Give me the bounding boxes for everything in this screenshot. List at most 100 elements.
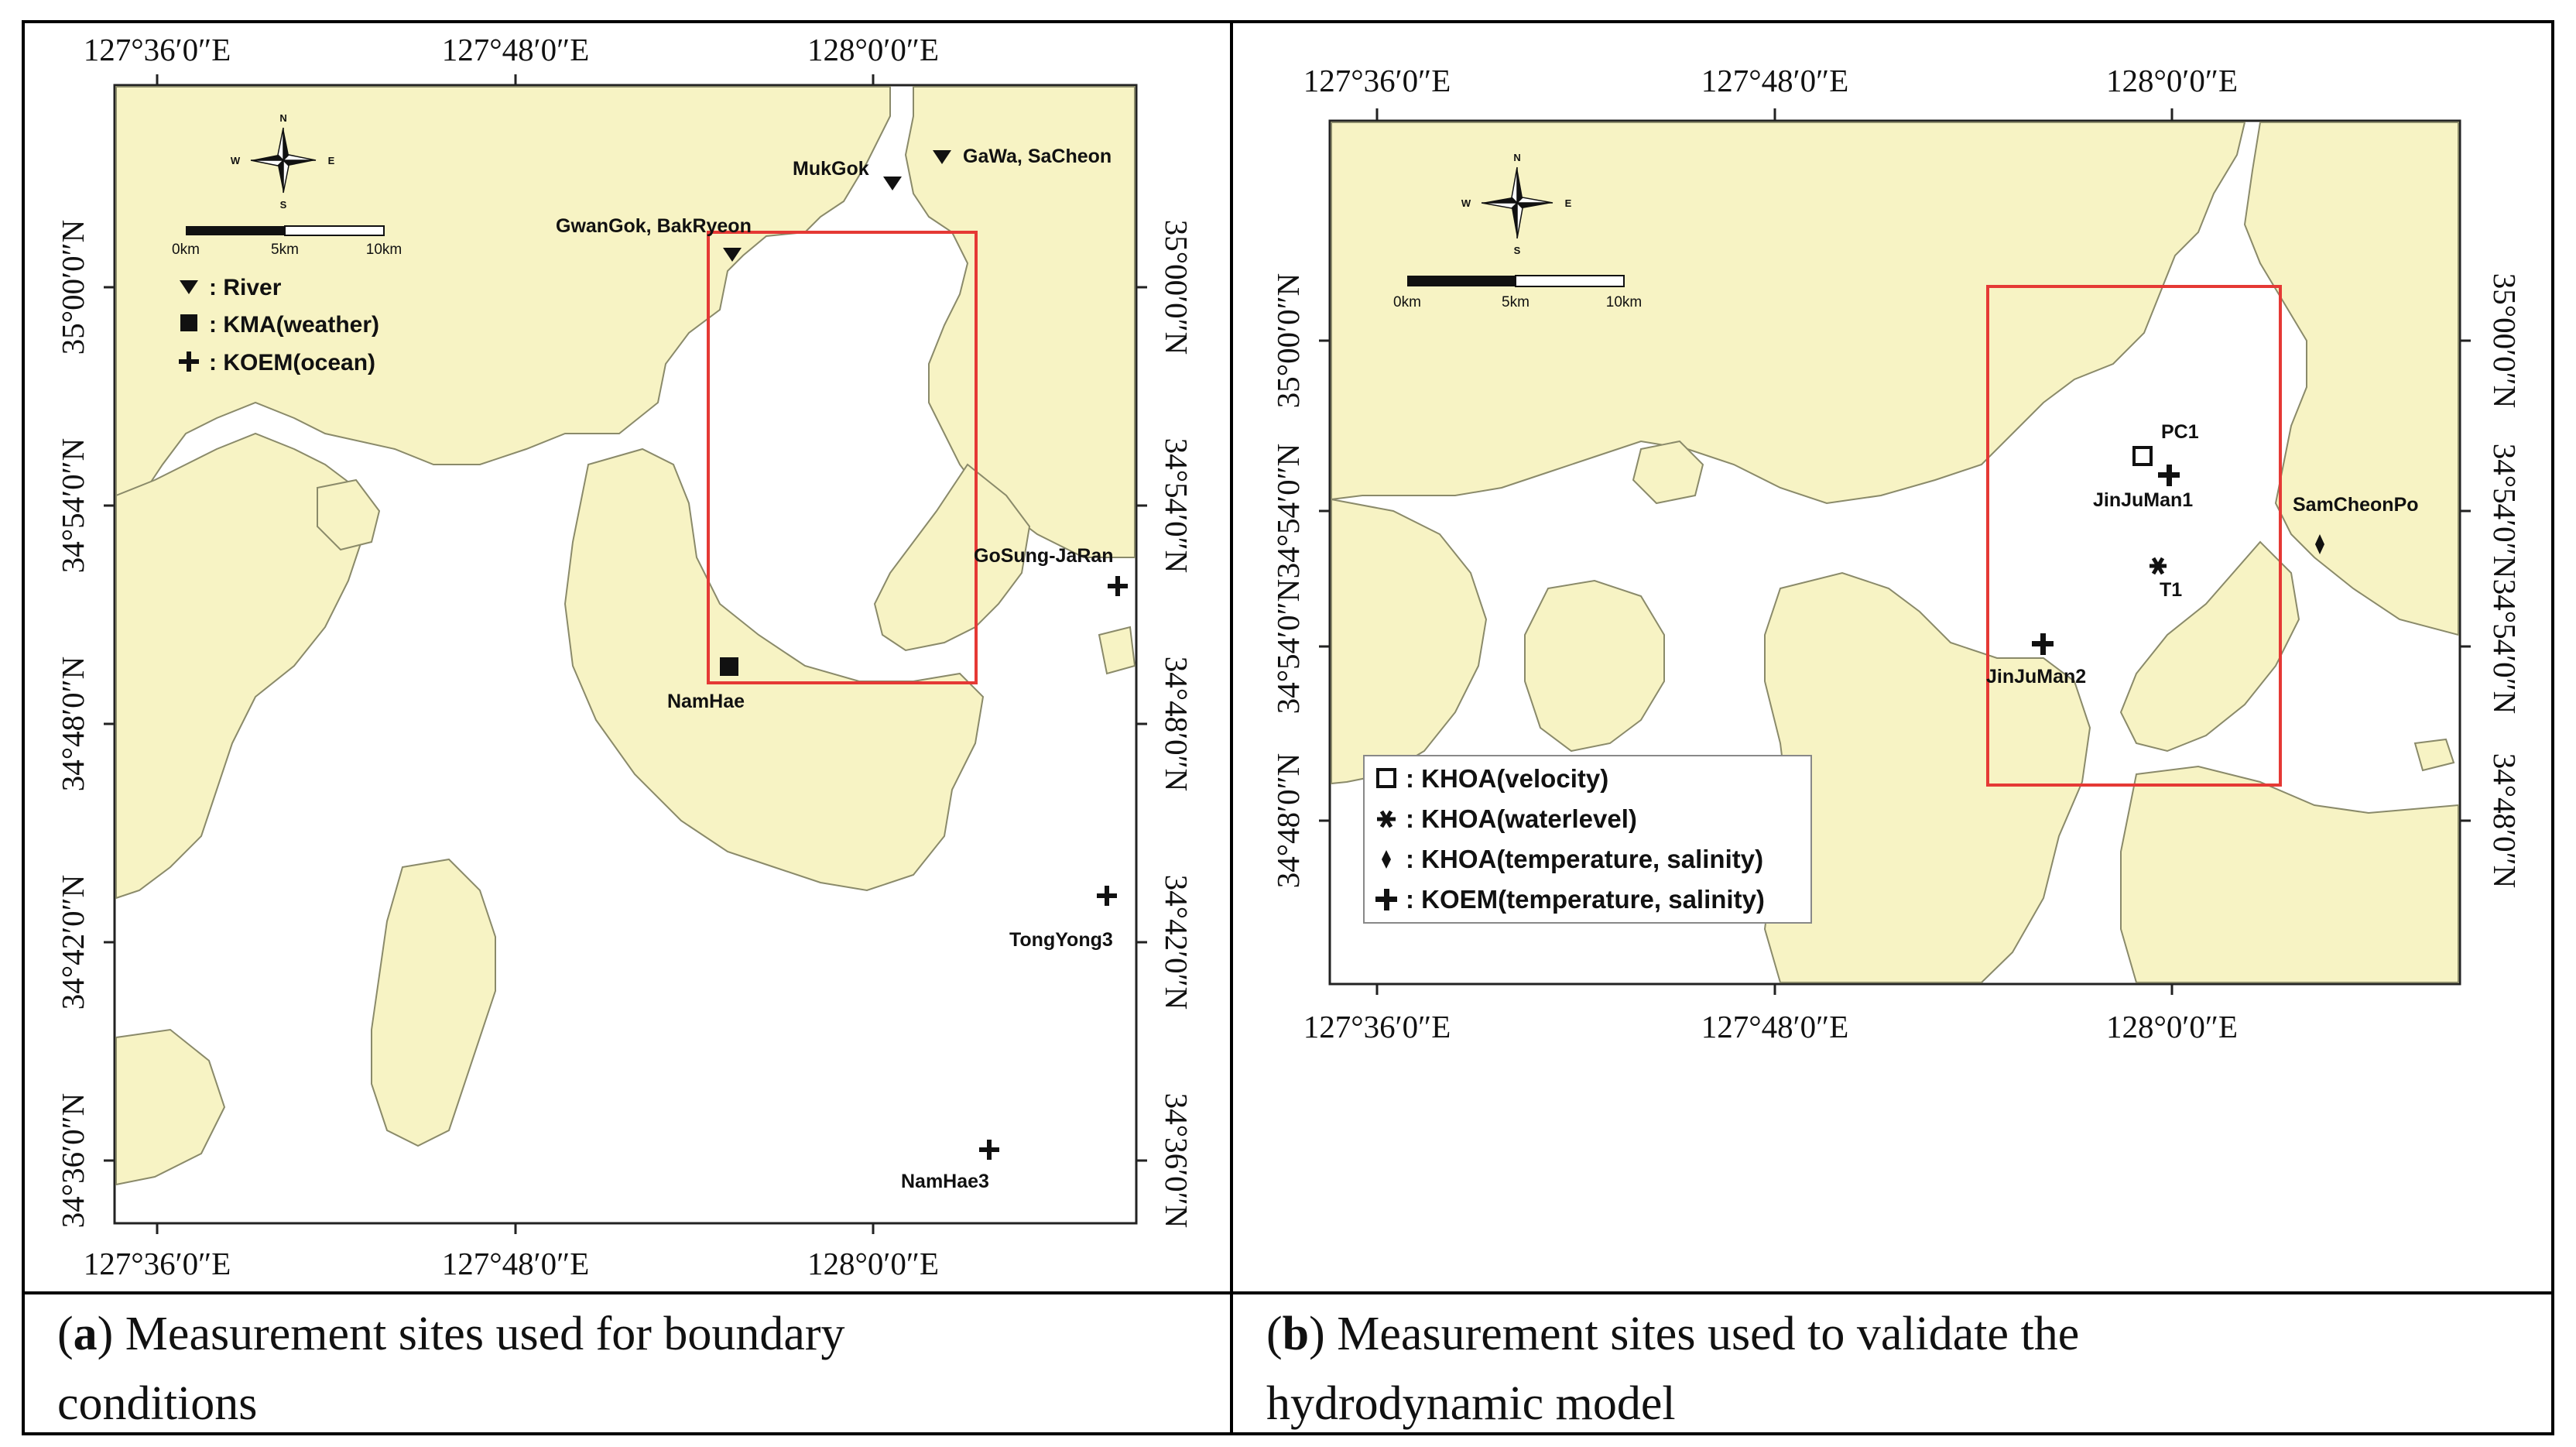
- velocity-square-icon: [1376, 768, 1396, 788]
- right-tick-a-4: 34°42′0″N: [1159, 875, 1194, 1010]
- site-namhae3: NamHae3: [901, 1171, 989, 1192]
- koem-cross-icon: [1375, 889, 1397, 910]
- koem-marker-tongyong: [1097, 886, 1117, 906]
- compass-e-b: E: [1565, 197, 1572, 209]
- scale-b-1: 5km: [1502, 294, 1530, 310]
- study-area-box-b: [1986, 285, 2282, 787]
- caption-a-line2: conditions: [57, 1377, 258, 1430]
- left-tick-a-5: 34°36′0″N: [55, 1093, 91, 1229]
- bottom-tick-a-1: 127°36′0″E: [84, 1246, 231, 1281]
- site-t1: T1: [2160, 579, 2182, 601]
- scale-b-2: 10km: [1606, 294, 1642, 310]
- left-tick-b-1: 35°00′0″N: [1270, 273, 1306, 409]
- compass-n-a: N: [279, 112, 286, 124]
- legend-a: : River : KMA(weather) : KOEM(ocean): [179, 275, 379, 375]
- scale-b-0: 0km: [1393, 294, 1421, 310]
- left-ticks-b: 35°00′0″N 34°54′0″N 34°54′0″N 34°48′0″N: [1270, 273, 1330, 889]
- scale-a-0: 0km: [172, 242, 200, 258]
- right-tick-a-1: 35°00′0″N: [1159, 220, 1194, 355]
- legend-a-kma: : KMA(weather): [209, 312, 379, 338]
- panel-a-map: 127°36′0″E 127°48′0″E 128°0′0″E 127°36′0…: [55, 32, 1194, 1281]
- kma-square-icon: [180, 314, 197, 331]
- bottom-tick-a-3: 128°0′0″E: [807, 1246, 939, 1281]
- caption-divider: [22, 1291, 2554, 1294]
- right-tick-b-4: 34°48′0″N: [2487, 753, 2523, 889]
- right-tick-a-2: 34°54′0″N: [1159, 438, 1194, 574]
- river-marker-mukgok: [883, 177, 902, 190]
- legend-a-river: : River: [209, 275, 282, 300]
- waterlevel-star-icon: [1377, 810, 1396, 828]
- caption-b-letter: b: [1282, 1308, 1310, 1360]
- panel-b-map: 127°36′0″E 127°48′0″E 128°0′0″E 127°36′0…: [1270, 63, 2523, 1044]
- left-tick-a-1: 35°00′0″N: [55, 220, 91, 355]
- site-samcheonpo: SamCheonPo: [2293, 494, 2419, 516]
- legend-b-koem: : KOEM(temperature, salinity): [1406, 885, 1765, 914]
- top-tick-a-2: 127°48′0″E: [442, 32, 590, 67]
- right-ticks-b: 35°00′0″N 34°54′0″N 34°54′0″N 34°48′0″N: [2460, 273, 2523, 889]
- river-marker-gawa: [933, 150, 951, 164]
- bottom-tick-b-2: 127°48′0″E: [1701, 1009, 1849, 1044]
- site-markers-a: GaWa, SaCheon MukGok GwanGok, BakRyeon G…: [556, 146, 1128, 1192]
- koem-marker-jinjuman2: [2032, 633, 2054, 655]
- legend-b-ts: : KHOA(temperature, salinity): [1406, 845, 1763, 873]
- compass-s-b: S: [1514, 245, 1521, 256]
- bottom-tick-b-1: 127°36′0″E: [1303, 1009, 1451, 1044]
- left-tick-a-4: 34°42′0″N: [55, 875, 91, 1010]
- map-a-land: [115, 86, 1136, 1186]
- compass-e-a: E: [328, 155, 335, 166]
- koem-marker-namhae3: [979, 1140, 999, 1160]
- legend-b-waterlevel: : KHOA(waterlevel): [1406, 804, 1637, 833]
- velocity-marker-pc1: [2132, 446, 2153, 466]
- top-tick-b-1: 127°36′0″E: [1303, 63, 1451, 98]
- top-tick-a-3: 128°0′0″E: [807, 32, 939, 67]
- legend-b-velocity: : KHOA(velocity): [1406, 764, 1608, 793]
- site-pc1: PC1: [2161, 421, 2199, 443]
- site-jinjuman1: JinJuMan1: [2093, 489, 2193, 511]
- koem-cross-icon: [179, 351, 199, 372]
- scale-bar-b: 0km 5km 10km: [1393, 275, 1642, 310]
- bottom-ticks-b: 127°36′0″E 127°48′0″E 128°0′0″E: [1303, 984, 2238, 1044]
- top-ticks-a: 127°36′0″E 127°48′0″E 128°0′0″E: [84, 32, 939, 85]
- left-tick-b-4: 34°48′0″N: [1270, 753, 1306, 889]
- compass-n-b: N: [1513, 152, 1520, 163]
- caption-a-line1: ) Measurement sites used for boundary: [97, 1308, 845, 1360]
- site-gawa: GaWa, SaCheon: [963, 146, 1112, 167]
- caption-b: (b) Measurement sites used to validate t…: [1266, 1308, 2080, 1430]
- right-tick-b-3: 34°54′0″N: [2487, 579, 2523, 715]
- ts-marker-samcheonpo: [2315, 534, 2324, 554]
- site-jinjuman2: JinJuMan2: [1986, 666, 2086, 687]
- site-mukgok: MukGok: [793, 158, 869, 180]
- map-b-land: [1331, 122, 2459, 983]
- bottom-ticks-a: 127°36′0″E 127°48′0″E 128°0′0″E: [84, 1223, 939, 1281]
- scale-a-2: 10km: [366, 242, 402, 258]
- compass-rose-icon: N S E W: [1461, 152, 1572, 256]
- compass-s-a: S: [280, 199, 287, 211]
- bottom-tick-a-2: 127°48′0″E: [442, 1246, 590, 1281]
- top-ticks-b: 127°36′0″E 127°48′0″E 128°0′0″E: [1303, 63, 2238, 121]
- caption-a-letter: a: [73, 1308, 98, 1360]
- legend-b: : KHOA(velocity) : KHOA(waterlevel) : KH…: [1363, 755, 1812, 924]
- site-markers-b: PC1 JinJuMan1 SamCheonPo T1 JinJuMan2: [1986, 421, 2419, 687]
- left-tick-a-3: 34°48′0″N: [55, 657, 91, 792]
- right-ticks-a: 35°00′0″N 34°54′0″N 34°48′0″N 34°42′0″N …: [1136, 220, 1194, 1228]
- figure-table: [22, 20, 2554, 1435]
- site-gosung: GoSung-JaRan: [974, 545, 1114, 567]
- koem-marker-gosung: [1108, 576, 1128, 596]
- left-tick-b-2: 34°54′0″N: [1270, 444, 1306, 579]
- compass-w-a: W: [231, 155, 241, 166]
- left-tick-b-3: 34°54′0″N: [1270, 579, 1306, 715]
- waterlevel-marker-t1: [2150, 557, 2167, 575]
- site-gwangok: GwanGok, BakRyeon: [556, 215, 752, 237]
- right-tick-b-2: 34°54′0″N: [2487, 444, 2523, 579]
- site-namhae: NamHae: [667, 691, 745, 712]
- scale-bar-a: 0km 5km 10km: [172, 225, 402, 258]
- legend-a-koem: : KOEM(ocean): [209, 350, 375, 375]
- column-divider: [1230, 20, 1233, 1435]
- right-tick-a-3: 34°48′0″N: [1159, 657, 1194, 792]
- compass-w-b: W: [1461, 197, 1471, 209]
- caption-b-line2: hydrodynamic model: [1266, 1377, 1676, 1430]
- left-ticks-a: 35°00′0″N 34°54′0″N 34°48′0″N 34°42′0″N …: [55, 220, 115, 1229]
- caption-a: (a) Measurement sites used for boundary …: [57, 1308, 845, 1430]
- koem-marker-jinjuman1: [2158, 465, 2180, 486]
- left-tick-a-2: 34°54′0″N: [55, 438, 91, 574]
